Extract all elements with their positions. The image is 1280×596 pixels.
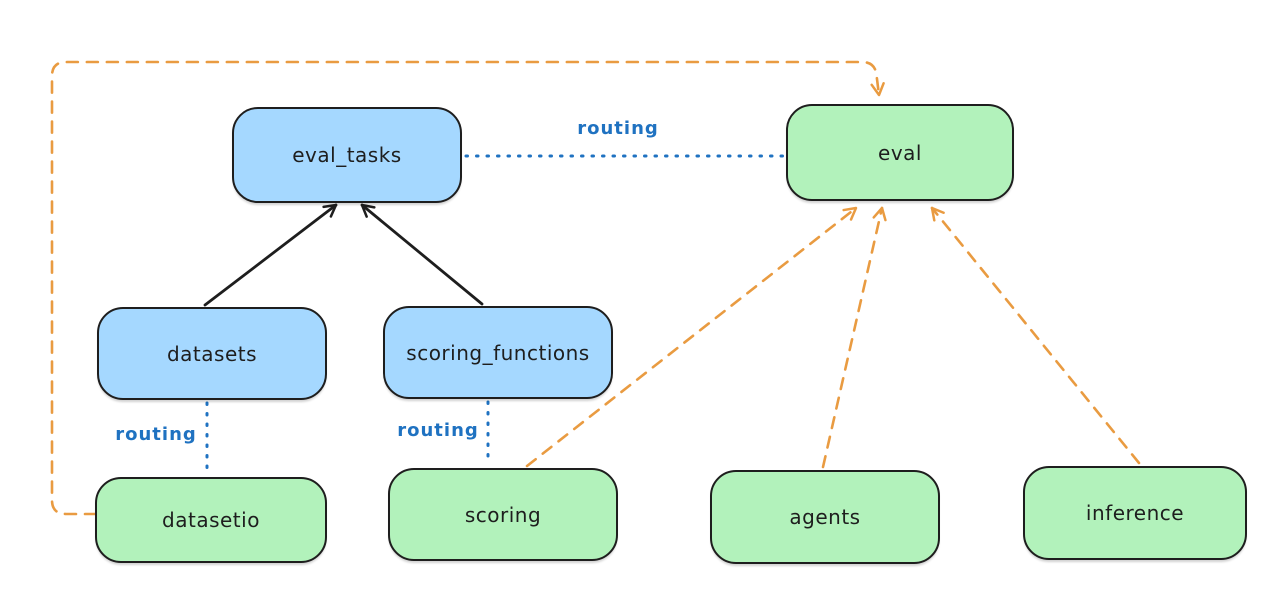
node-eval-label: eval bbox=[878, 140, 922, 165]
node-datasets: datasets bbox=[97, 307, 327, 400]
node-agents: agents bbox=[710, 470, 940, 564]
node-scoring-label: scoring bbox=[464, 502, 542, 527]
node-scoring-functions: scoring_functions bbox=[383, 306, 613, 399]
edge-scoring-to-eval bbox=[525, 206, 858, 468]
node-datasetio: datasetio bbox=[95, 477, 327, 563]
node-scoring-functions-label: scoring_functions bbox=[406, 340, 590, 365]
node-datasets-label: datasets bbox=[166, 341, 258, 366]
node-agents-label: agents bbox=[789, 505, 861, 529]
node-eval-tasks-label: eval_tasks bbox=[292, 143, 402, 167]
edge-agents-to-eval bbox=[821, 206, 887, 469]
edge-scoring-functions-to-eval-tasks bbox=[360, 203, 484, 306]
node-eval: eval bbox=[786, 104, 1014, 201]
routing-label-eval-tasks-eval: routing bbox=[577, 118, 659, 139]
routing-label-datasets-datasetio: routing bbox=[115, 424, 197, 445]
node-scoring: scoring bbox=[388, 468, 618, 561]
node-datasetio-label: datasetio bbox=[162, 508, 260, 532]
node-inference: inference bbox=[1023, 466, 1247, 560]
edge-inference-to-eval bbox=[930, 206, 1141, 465]
node-eval-tasks: eval_tasks bbox=[232, 107, 462, 203]
edge-datasets-to-eval-tasks bbox=[203, 203, 338, 307]
edge-datasetio-to-eval bbox=[50, 60, 885, 516]
routing-label-scoring-functions-scoring: routing bbox=[397, 420, 479, 441]
node-inference-label: inference bbox=[1085, 501, 1185, 525]
